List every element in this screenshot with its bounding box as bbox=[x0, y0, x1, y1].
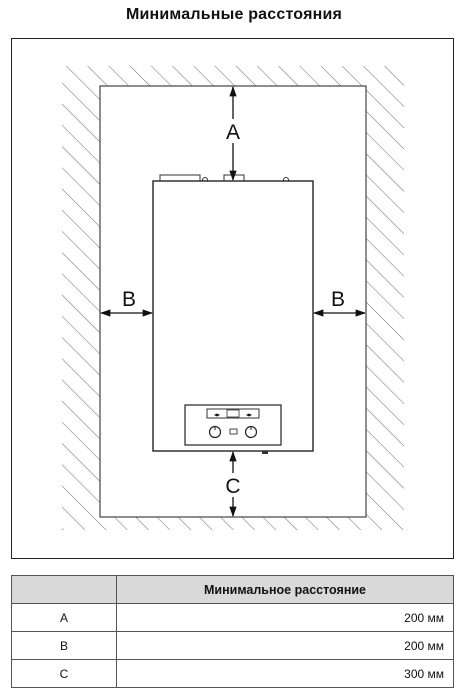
label-b-right: B bbox=[331, 288, 345, 311]
page-title: Минимальные расстояния bbox=[125, 6, 343, 23]
boiler-knob-right-icon bbox=[244, 425, 258, 439]
boiler-display-screen bbox=[226, 409, 240, 418]
table-cell-value: 200 мм bbox=[116, 603, 454, 632]
label-a: A bbox=[226, 121, 240, 144]
table-cell-key: A bbox=[11, 603, 117, 632]
wall-hatching bbox=[62, 66, 404, 530]
table-header-value: Минимальное расстояние bbox=[116, 575, 454, 604]
table-cell-key: B bbox=[11, 631, 117, 660]
boiler-display-arrows-right: ◂▸ bbox=[246, 413, 252, 419]
boiler-top-fitting-center bbox=[223, 174, 245, 182]
table-cell-value: 300 мм bbox=[116, 659, 454, 688]
boiler-knob-left-icon bbox=[208, 425, 222, 439]
boiler-top-fitting-left bbox=[159, 174, 201, 182]
boiler-indicator bbox=[229, 428, 238, 435]
boiler-display-arrows-left: ◂▸ bbox=[214, 413, 220, 419]
label-b-left: B bbox=[122, 288, 136, 311]
table-cell-key: C bbox=[11, 659, 117, 688]
clearance-table: Минимальное расстояние A 200 мм B 200 мм… bbox=[11, 575, 454, 688]
table-row: C 300 мм bbox=[11, 659, 454, 688]
boiler-bottom-fitting bbox=[262, 451, 268, 454]
table-row: B 200 мм bbox=[11, 631, 454, 660]
label-c: C bbox=[225, 475, 240, 498]
diagram-frame bbox=[11, 38, 454, 559]
table-header-key bbox=[11, 575, 117, 604]
table-cell-value: 200 мм bbox=[116, 631, 454, 660]
table-row: A 200 мм bbox=[11, 603, 454, 632]
table-header-row: Минимальное расстояние bbox=[11, 575, 454, 604]
boiler-unit: ◂▸ ◂▸ bbox=[152, 174, 314, 454]
